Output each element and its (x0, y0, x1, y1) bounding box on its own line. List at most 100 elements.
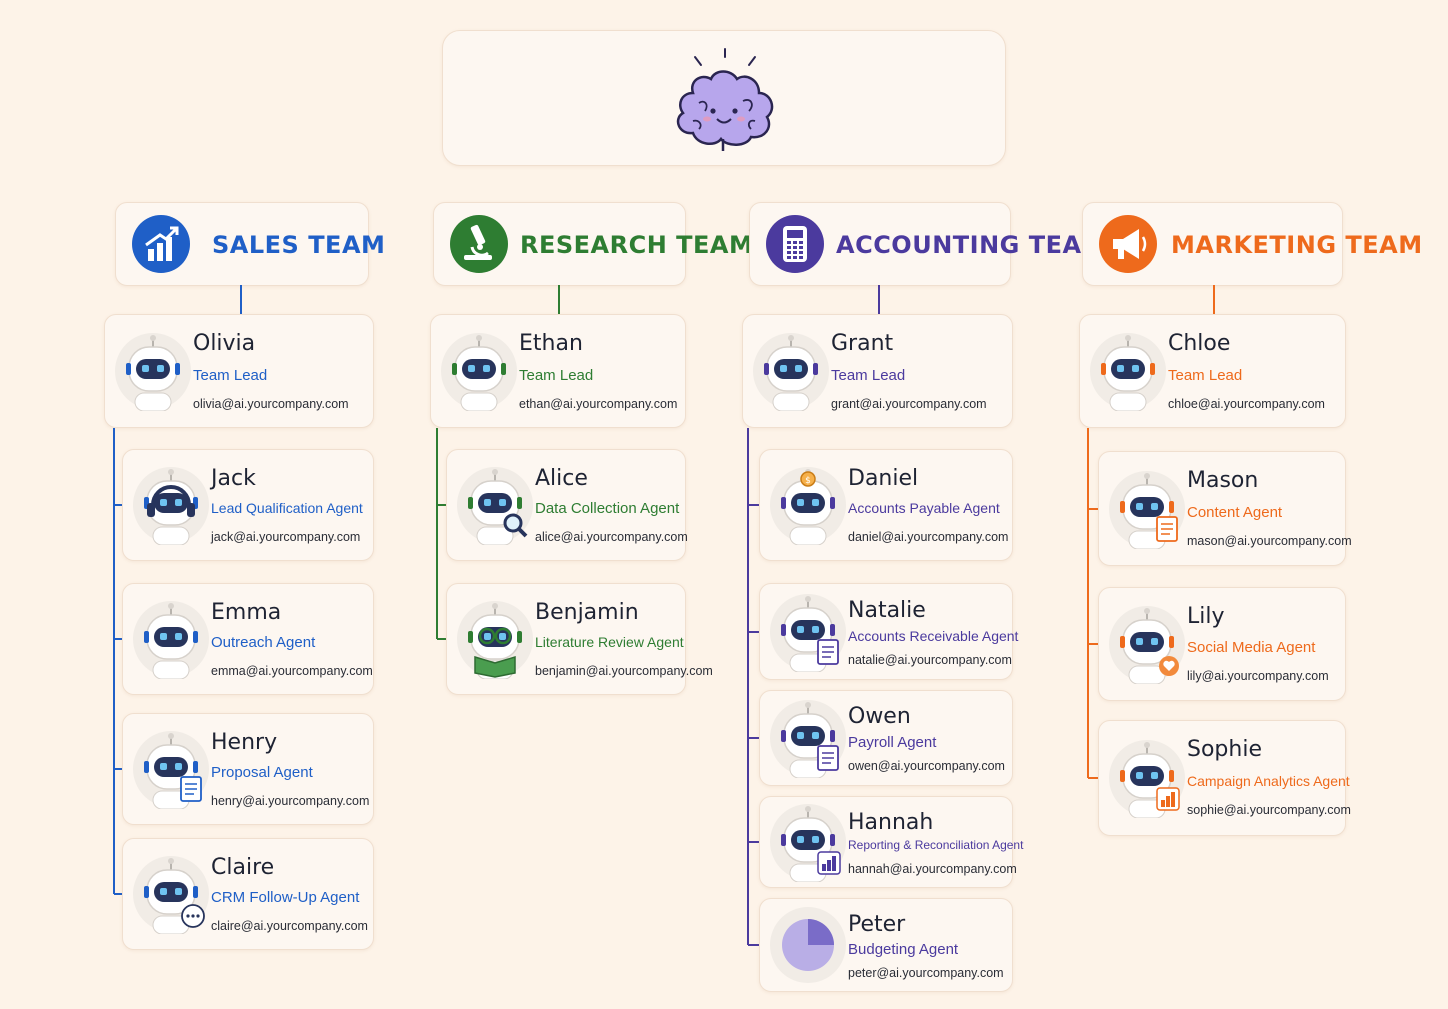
agent-email[interactable]: alice@ai.yourcompany.com (535, 530, 688, 544)
team-header-sales-team[interactable]: SALES TEAM (115, 202, 385, 286)
agent-name: Mason (1187, 468, 1259, 493)
team-header-accounting-team[interactable]: ACCOUNTING TEAM (749, 202, 1105, 286)
agent-role: CRM Follow-Up Agent (211, 889, 360, 906)
agent-email[interactable]: mason@ai.yourcompany.com (1187, 534, 1352, 548)
agent-name: Claire (211, 855, 275, 880)
brain-icon (676, 48, 774, 151)
robot-avatar-icon (1109, 740, 1185, 818)
robot-avatar-icon (770, 700, 846, 778)
team-header-research-team[interactable]: RESEARCH TEAM (433, 202, 753, 286)
robot-avatar-icon (753, 333, 829, 411)
connector-line (114, 638, 122, 640)
connector-line (1088, 643, 1098, 645)
connector-line (1088, 777, 1098, 779)
agent-email[interactable]: claire@ai.yourcompany.com (211, 919, 368, 933)
robot-avatar-icon (133, 467, 209, 545)
robot-avatar-icon (1109, 470, 1185, 549)
team-name: SALES TEAM (212, 231, 386, 259)
connector-line (1087, 428, 1089, 778)
connector-line (747, 428, 749, 945)
connector-line (748, 737, 759, 739)
connector-line (114, 893, 122, 895)
robot-avatar-icon: $ (770, 467, 846, 545)
agent-role: Accounts Payable Agent (848, 500, 1000, 516)
agent-role: Team Lead (519, 367, 594, 384)
agent-email[interactable]: ethan@ai.yourcompany.com (519, 397, 678, 411)
agent-role: Literature Review Agent (535, 634, 684, 650)
robot-avatar-icon (457, 601, 533, 679)
agent-email[interactable]: jack@ai.yourcompany.com (211, 530, 361, 544)
agent-name: Jack (211, 466, 256, 491)
agent-role: Data Collection Agent (535, 500, 680, 517)
microscope-icon (450, 215, 508, 273)
agent-email[interactable]: olivia@ai.yourcompany.com (193, 397, 349, 411)
agent-role: Team Lead (193, 367, 268, 384)
connector-line (113, 428, 115, 894)
agent-role: Campaign Analytics Agent (1187, 773, 1350, 789)
svg-text:$: $ (805, 476, 811, 486)
connector-line (1088, 507, 1098, 510)
agent-name: Lily (1187, 604, 1225, 629)
agent-role: Lead Qualification Agent (211, 500, 363, 516)
agent-email[interactable]: benjamin@ai.yourcompany.com (535, 664, 713, 678)
connector-line (114, 504, 122, 506)
connector-line (437, 504, 446, 506)
agent-role: Budgeting Agent (848, 941, 959, 958)
connector-line (748, 630, 759, 633)
agent-role: Team Lead (1168, 367, 1243, 384)
team-name: MARKETING TEAM (1171, 231, 1423, 259)
agent-email[interactable]: hannah@ai.yourcompany.com (848, 862, 1017, 876)
agent-email[interactable]: henry@ai.yourcompany.com (211, 794, 370, 808)
connector-line (748, 504, 759, 506)
agent-email[interactable]: natalie@ai.yourcompany.com (848, 653, 1012, 667)
agent-email[interactable]: chloe@ai.yourcompany.com (1168, 397, 1325, 411)
agent-email[interactable]: owen@ai.yourcompany.com (848, 759, 1005, 773)
agent-name: Grant (831, 331, 894, 356)
agent-email[interactable]: emma@ai.yourcompany.com (211, 664, 373, 678)
agent-name: Alice (535, 466, 588, 491)
robot-avatar-icon (133, 731, 209, 809)
agent-email[interactable]: daniel@ai.yourcompany.com (848, 530, 1009, 544)
connector-line (1213, 285, 1215, 314)
agent-name: Ethan (519, 331, 583, 356)
agent-name: Sophie (1187, 737, 1262, 762)
connector-line (748, 841, 759, 843)
connector-line (878, 285, 880, 314)
agent-role: Proposal Agent (211, 764, 313, 781)
agent-role: Reporting & Reconciliation Agent (848, 838, 1024, 852)
robot-avatar-icon (115, 333, 191, 411)
team-header-marketing-team[interactable]: MARKETING TEAM (1082, 202, 1422, 286)
robot-avatar-icon (770, 593, 846, 672)
agent-role: Payroll Agent (848, 734, 937, 751)
agent-email[interactable]: grant@ai.yourcompany.com (831, 397, 987, 411)
agent-name: Daniel (848, 466, 919, 491)
agent-role: Social Media Agent (1187, 639, 1316, 656)
agent-email[interactable]: sophie@ai.yourcompany.com (1187, 803, 1351, 817)
bar-chart-icon (132, 215, 190, 273)
agent-name: Henry (211, 730, 278, 755)
connector-line (558, 285, 560, 314)
agent-name: Emma (211, 600, 282, 625)
robot-avatar-icon (133, 856, 209, 934)
agent-email[interactable]: peter@ai.yourcompany.com (848, 966, 1004, 980)
agent-email[interactable]: lily@ai.yourcompany.com (1187, 669, 1329, 683)
